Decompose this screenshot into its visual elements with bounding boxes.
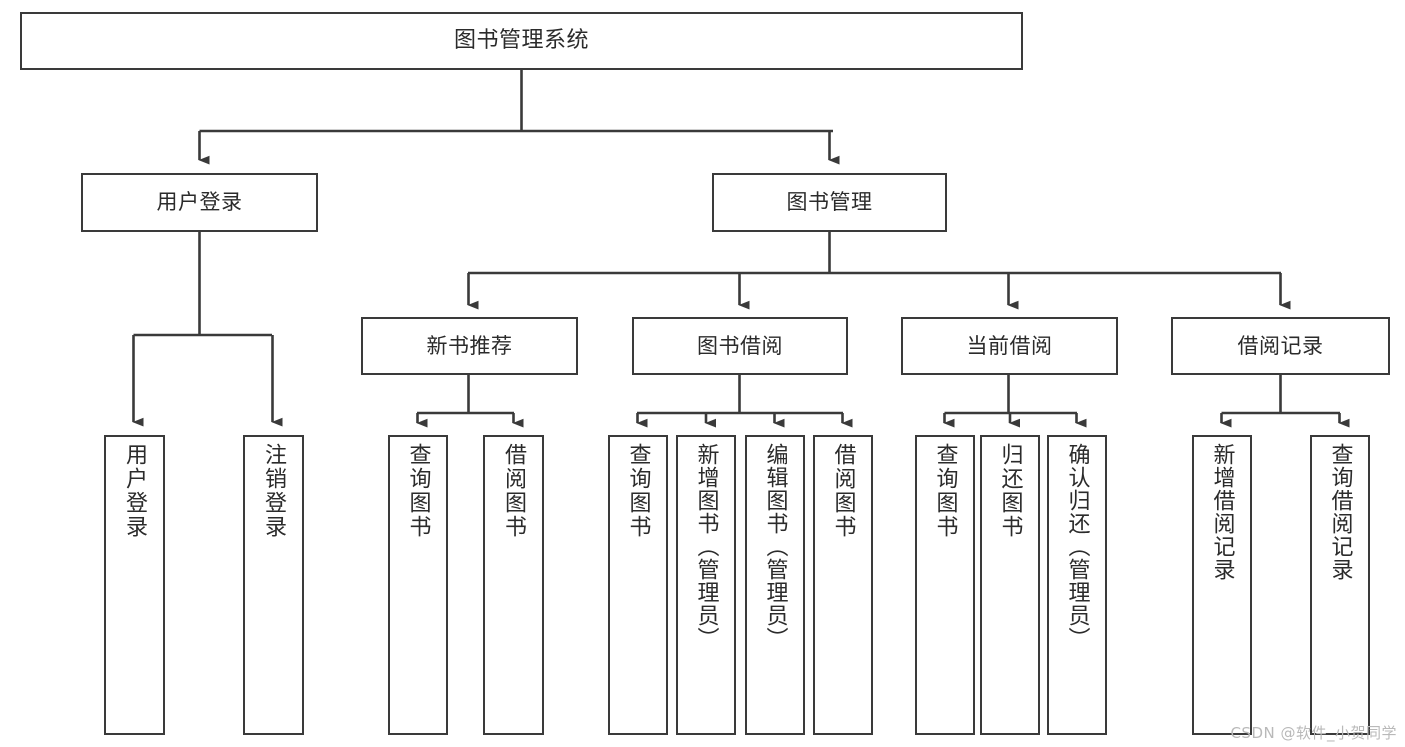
node-book-borrow[interactable]: 图书借阅 bbox=[632, 317, 848, 375]
node-borrow-record[interactable]: 借阅记录 bbox=[1171, 317, 1390, 375]
node-current-borrow[interactable]: 当前借阅 bbox=[901, 317, 1118, 375]
node-book-manage[interactable]: 图书管理 bbox=[712, 173, 947, 232]
leaf-logout[interactable]: 注销登录 bbox=[243, 435, 304, 735]
node-book-borrow-label: 图书借阅 bbox=[697, 333, 783, 358]
leaf-return-book[interactable]: 归还图书 bbox=[980, 435, 1040, 735]
leaf-logout-label: 注销登录 bbox=[261, 443, 287, 539]
leaf-return-book-label: 归还图书 bbox=[997, 443, 1023, 539]
node-borrow-record-label: 借阅记录 bbox=[1237, 333, 1324, 358]
leaf-confirm-return-label: 确认归还（管理员） bbox=[1064, 443, 1090, 650]
leaf-borrow-book-2-label: 借阅图书 bbox=[830, 443, 856, 539]
leaf-edit-book-label: 编辑图书（管理员） bbox=[762, 443, 788, 650]
node-new-book-rec-label: 新书推荐 bbox=[426, 333, 513, 358]
leaf-query-record[interactable]: 查询借阅记录 bbox=[1310, 435, 1370, 735]
leaf-query-book-2-label: 查询图书 bbox=[625, 443, 651, 539]
node-root[interactable]: 图书管理系统 bbox=[20, 12, 1023, 70]
node-root-label: 图书管理系统 bbox=[453, 28, 589, 54]
leaf-add-book[interactable]: 新增图书（管理员） bbox=[676, 435, 736, 735]
node-new-book-rec[interactable]: 新书推荐 bbox=[361, 317, 578, 375]
leaf-query-book-1-label: 查询图书 bbox=[405, 443, 431, 539]
leaf-query-book-3-label: 查询图书 bbox=[932, 443, 958, 539]
node-current-borrow-label: 当前借阅 bbox=[966, 333, 1053, 358]
leaf-borrow-book-2[interactable]: 借阅图书 bbox=[813, 435, 873, 735]
leaf-query-book-2[interactable]: 查询图书 bbox=[608, 435, 668, 735]
node-book-manage-label: 图书管理 bbox=[786, 190, 873, 215]
leaf-add-book-label: 新增图书（管理员） bbox=[693, 443, 719, 650]
node-user-login-label: 用户登录 bbox=[156, 190, 243, 215]
leaf-user-login-label: 用户登录 bbox=[122, 443, 148, 539]
leaf-query-book-3[interactable]: 查询图书 bbox=[915, 435, 975, 735]
node-user-login[interactable]: 用户登录 bbox=[81, 173, 318, 232]
leaf-borrow-book-1-label: 借阅图书 bbox=[501, 443, 527, 539]
leaf-add-record[interactable]: 新增借阅记录 bbox=[1192, 435, 1252, 735]
csdn-watermark: CSDN @软件_小贺同学 bbox=[1230, 724, 1397, 742]
leaf-user-login[interactable]: 用户登录 bbox=[104, 435, 165, 735]
leaf-add-record-label: 新增借阅记录 bbox=[1209, 443, 1235, 581]
leaf-borrow-book-1[interactable]: 借阅图书 bbox=[483, 435, 544, 735]
leaf-edit-book[interactable]: 编辑图书（管理员） bbox=[745, 435, 805, 735]
leaf-query-record-label: 查询借阅记录 bbox=[1327, 443, 1353, 581]
leaf-query-book-1[interactable]: 查询图书 bbox=[388, 435, 448, 735]
leaf-confirm-return[interactable]: 确认归还（管理员） bbox=[1047, 435, 1107, 735]
